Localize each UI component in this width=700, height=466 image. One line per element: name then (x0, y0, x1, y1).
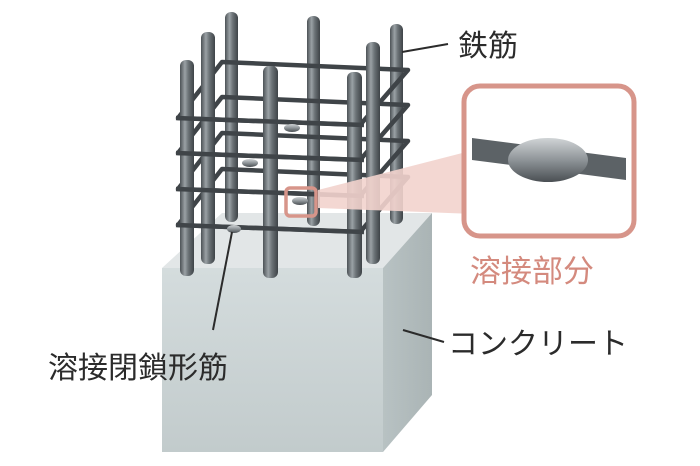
concrete-side (383, 213, 432, 452)
weld-bead (284, 124, 300, 132)
weld-bead (242, 159, 258, 167)
weld-beads (227, 124, 308, 233)
leader-rebar (401, 43, 449, 53)
rebar-bar (366, 42, 380, 264)
magnified-weld-callout (461, 83, 637, 239)
rebar-bar (347, 72, 362, 278)
callout-weld (508, 138, 588, 182)
rebar-bar (263, 66, 278, 278)
rebar-bar (201, 32, 215, 264)
concrete-front (162, 268, 383, 452)
highlight-box (284, 186, 318, 218)
leader-concrete (402, 329, 445, 343)
rebar-bar (180, 60, 194, 276)
label-welded-closed-rebar: 溶接閉鎖形筋 (48, 351, 228, 386)
weld-bead (292, 197, 308, 205)
weld-bead (227, 225, 241, 233)
leader-welded-closed-rebar (212, 231, 233, 331)
label-concrete: コンクリート (448, 327, 628, 362)
label-rebar: 鉄筋 (458, 29, 518, 64)
leader-lines (212, 43, 449, 343)
highlight-wedge (318, 150, 474, 214)
label-welded-part: 溶接部分 (470, 254, 594, 290)
weld-highlight (284, 150, 474, 218)
